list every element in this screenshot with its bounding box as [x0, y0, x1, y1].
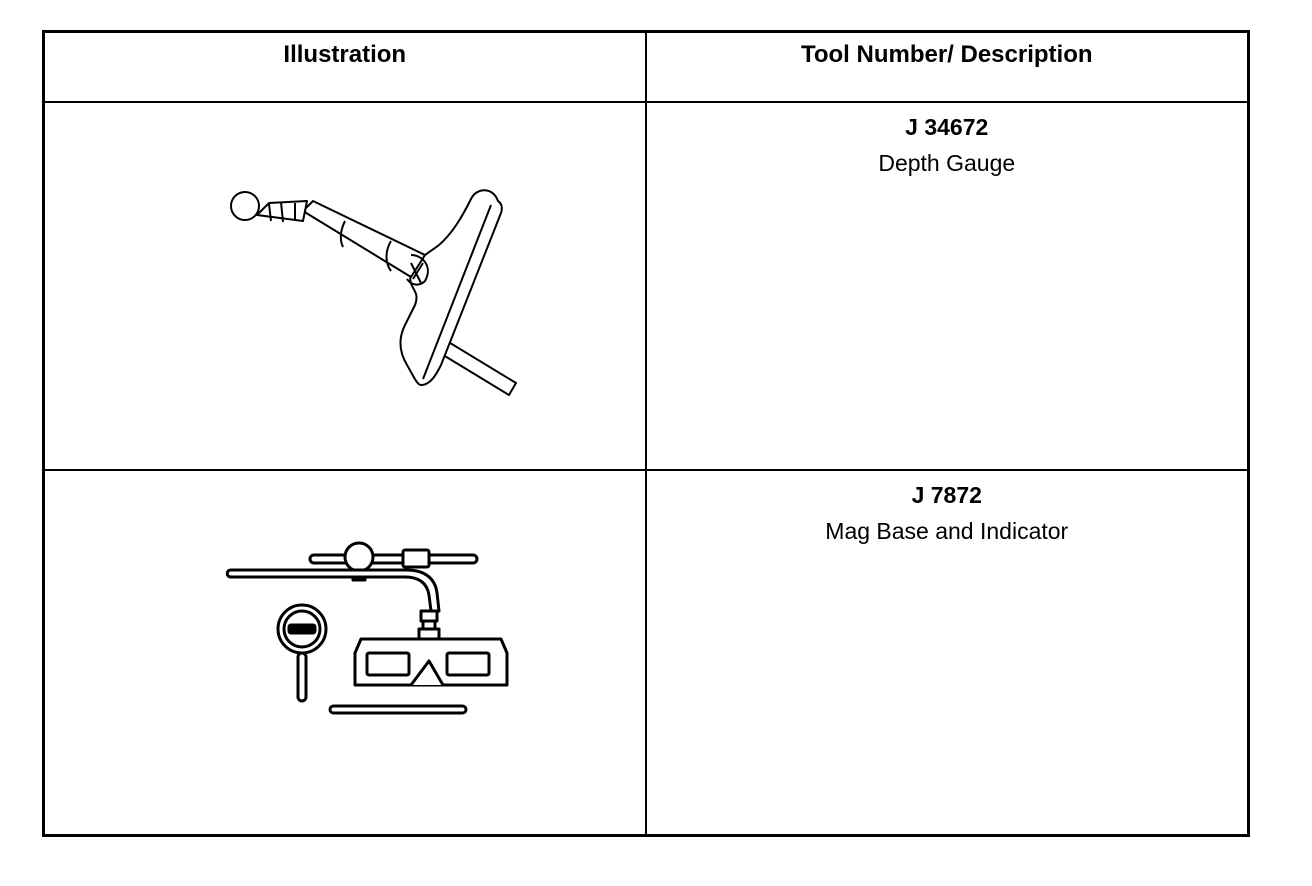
- illustration-header: Illustration: [283, 41, 407, 68]
- illustration-header-cell: Illustration: [42, 30, 647, 103]
- tool-description: Mag Base and Indicator: [825, 517, 1069, 544]
- description-cell: J 7872 Mag Base and Indicator: [644, 468, 1250, 837]
- tool-table: Illustration Tool Number/ Description: [42, 30, 1250, 837]
- tool-description: Depth Gauge: [878, 149, 1016, 176]
- illustration-cell: [42, 468, 647, 837]
- mag-base-indicator-icon: [225, 541, 509, 714]
- illustration-cell: [42, 100, 647, 471]
- description-cell: J 34672 Depth Gauge: [644, 100, 1250, 471]
- table-row: J 34672 Depth Gauge: [42, 100, 1250, 471]
- tool-number: J 34672: [905, 113, 989, 140]
- tool-number: J 7872: [911, 481, 982, 508]
- header-row: Illustration Tool Number/ Description: [42, 30, 1250, 103]
- depth-gauge-icon: [230, 188, 517, 396]
- description-header-cell: Tool Number/ Description: [644, 30, 1250, 103]
- description-header: Tool Number/ Description: [800, 41, 1093, 68]
- table-row: J 7872 Mag Base and Indicator: [42, 468, 1250, 837]
